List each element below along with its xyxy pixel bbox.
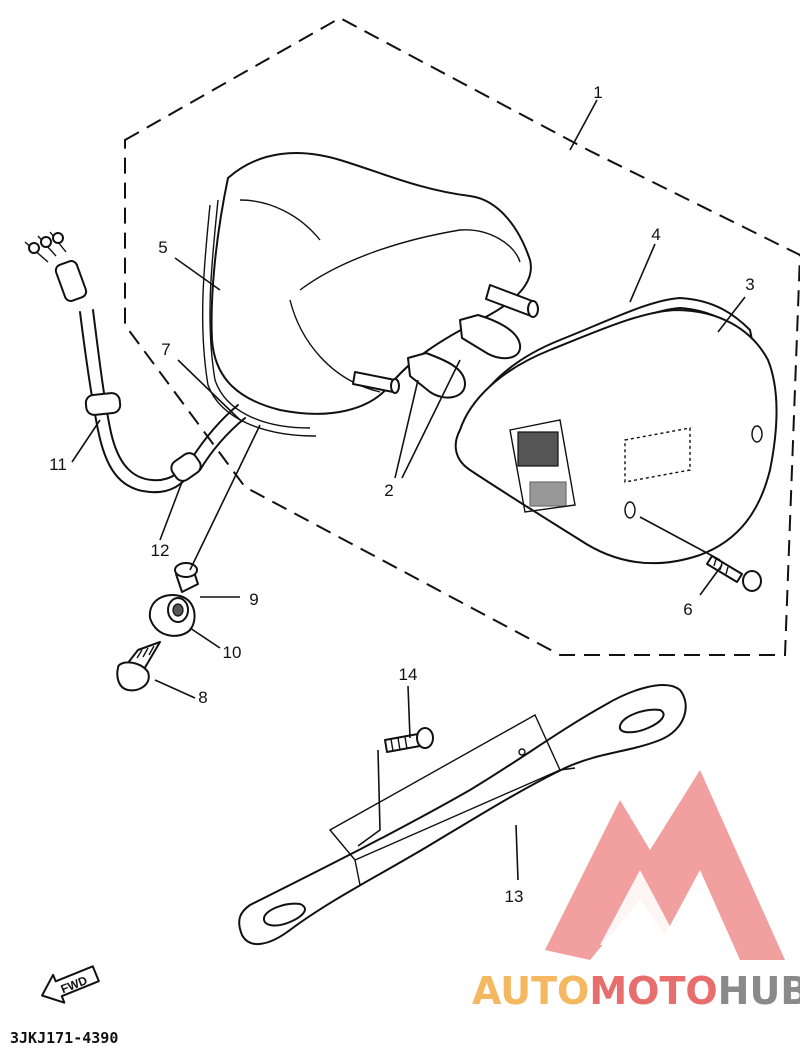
watermark-text: AUTOMOTOHUB bbox=[472, 969, 800, 1013]
callout-1: 1 bbox=[593, 83, 602, 102]
callout-4: 4 bbox=[651, 225, 660, 244]
callout-6: 6 bbox=[683, 600, 692, 619]
callout-8: 8 bbox=[198, 688, 207, 707]
watermark-part-hub: HUB bbox=[718, 969, 800, 1013]
callout-11: 11 bbox=[49, 455, 67, 474]
callout-10: 10 bbox=[223, 643, 242, 662]
lens-screw bbox=[706, 555, 762, 592]
bracket-screw bbox=[384, 727, 434, 753]
callout-3: 3 bbox=[745, 275, 754, 294]
assembly-boundary bbox=[124, 16, 800, 656]
callout-9: 9 bbox=[249, 590, 258, 609]
callout-5: 5 bbox=[158, 238, 167, 257]
wire-harness bbox=[24, 231, 246, 494]
callout-7: 7 bbox=[161, 340, 170, 359]
watermark-logo bbox=[545, 770, 785, 960]
leader-lines bbox=[71, 99, 746, 881]
callout-12: 12 bbox=[151, 541, 170, 560]
collar bbox=[174, 562, 199, 593]
license-bracket bbox=[238, 684, 687, 945]
mounting-bolt bbox=[116, 641, 161, 692]
watermark-part-moto: MOTO bbox=[589, 969, 717, 1013]
diagram-code: 3JKJ171-4390 bbox=[10, 1029, 118, 1047]
callout-14: 14 bbox=[399, 665, 418, 684]
housing-studs bbox=[352, 284, 539, 394]
watermark-part-auto: AUTO bbox=[472, 969, 589, 1013]
callout-13: 13 bbox=[505, 887, 524, 906]
tail-lens bbox=[454, 309, 778, 565]
fwd-arrow: FWD bbox=[41, 965, 100, 1004]
lamp-housing bbox=[201, 152, 532, 437]
callout-labels: 1 2 3 4 5 6 7 8 9 10 11 12 13 14 bbox=[49, 83, 755, 906]
bulbs bbox=[407, 314, 522, 399]
callout-2: 2 bbox=[384, 481, 393, 500]
grommet bbox=[148, 594, 196, 637]
fwd-label: FWD bbox=[59, 973, 90, 996]
